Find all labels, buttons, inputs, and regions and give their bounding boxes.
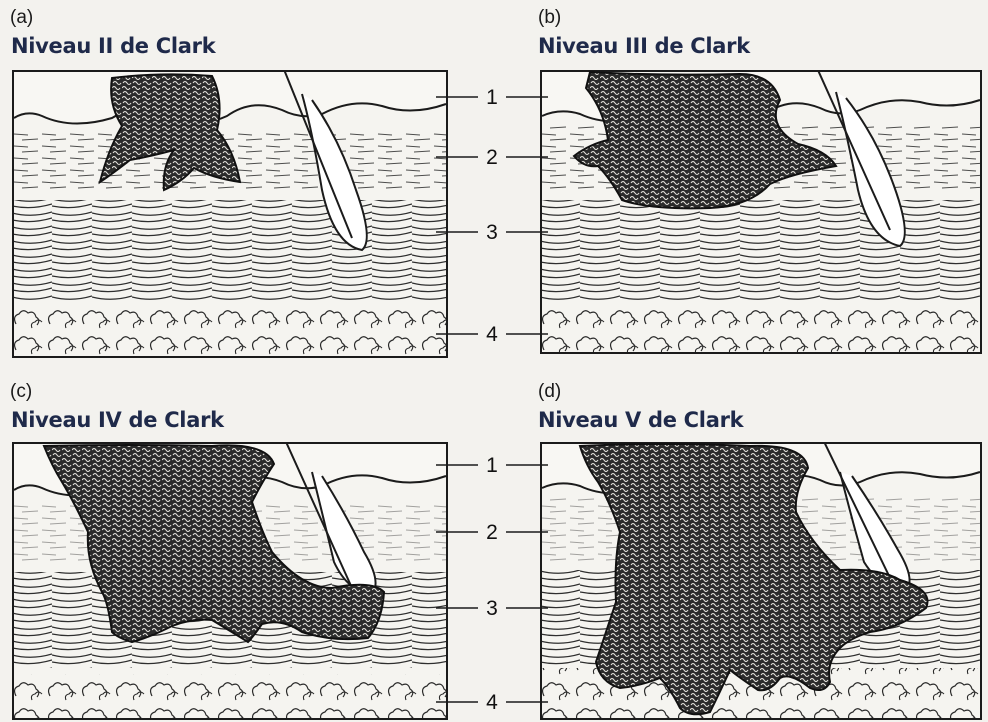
hypodermis-fat <box>542 304 980 352</box>
panel-a-skin-diagram <box>12 70 448 358</box>
panel-a-title: Niveau II de Clark <box>11 36 215 57</box>
panel-d-skin-diagram <box>540 442 982 720</box>
panel-d-title: Niveau V de Clark <box>538 410 743 431</box>
layer-label-2-bottom: 2 <box>482 522 502 543</box>
panel-c-letter: (c) <box>10 382 32 401</box>
hypodermis-fat <box>14 674 446 718</box>
layer-label-3-bottom: 3 <box>482 598 502 619</box>
hypodermis-fat <box>14 308 446 356</box>
panel-b-letter: (b) <box>538 8 561 27</box>
layer-label-1-top: 1 <box>482 87 502 108</box>
panel-c-skin-diagram <box>12 442 448 720</box>
reticular-dermis <box>14 200 446 300</box>
panel-b-skin-diagram <box>540 70 982 354</box>
panel-d-letter: (d) <box>538 382 561 401</box>
panel-c-title: Niveau IV de Clark <box>11 410 224 431</box>
layer-label-3-top: 3 <box>482 222 502 243</box>
layer-label-4-bottom: 4 <box>482 692 502 713</box>
layer-label-4-top: 4 <box>482 324 502 345</box>
panel-a-letter: (a) <box>10 8 33 27</box>
layer-label-1-bottom: 1 <box>482 455 502 476</box>
layer-label-2-top: 2 <box>482 147 502 168</box>
reticular-dermis <box>542 200 980 300</box>
panel-b-title: Niveau III de Clark <box>538 36 750 57</box>
